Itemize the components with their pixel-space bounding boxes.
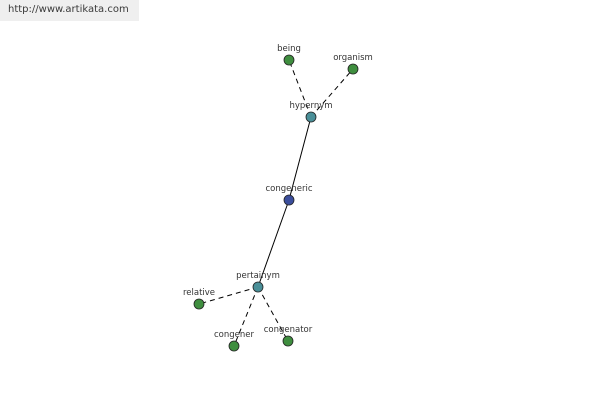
graph-nodes [193,54,359,352]
node-label-congeneric[interactable]: congeneric [265,184,312,194]
graph-edges [198,59,354,347]
edge-hypernym-being [288,59,312,118]
edge-congeneric-pertainym [257,199,290,288]
edge-hypernym-organism [310,68,354,118]
edge-congeneric-hypernym [288,116,312,201]
node-label-relative[interactable]: relative [183,288,215,298]
node-relative[interactable] [193,298,205,310]
node-label-congener[interactable]: congener [214,330,255,340]
edge-pertainym-congener [233,286,259,347]
node-label-congenator[interactable]: congenator [264,325,313,335]
graph-labels: congeneric hypernym pertainym being organism… [183,44,373,340]
node-label-hypernym[interactable]: hypernym [289,101,332,111]
node-being[interactable] [283,54,295,66]
node-congenator[interactable] [282,335,294,347]
node-congeneric[interactable] [283,194,295,206]
node-organism[interactable] [347,63,359,75]
node-label-being[interactable]: being [277,44,301,54]
node-label-pertainym[interactable]: pertainym [236,271,280,281]
edge-pertainym-congenator [257,286,289,342]
node-hypernym[interactable] [305,111,317,123]
node-label-organism[interactable]: organism [333,53,373,63]
node-pertainym[interactable] [252,281,264,293]
node-congener[interactable] [228,340,240,352]
edge-pertainym-relative [198,286,259,305]
site-url-banner[interactable]: http://www.artikata.com [0,0,139,21]
